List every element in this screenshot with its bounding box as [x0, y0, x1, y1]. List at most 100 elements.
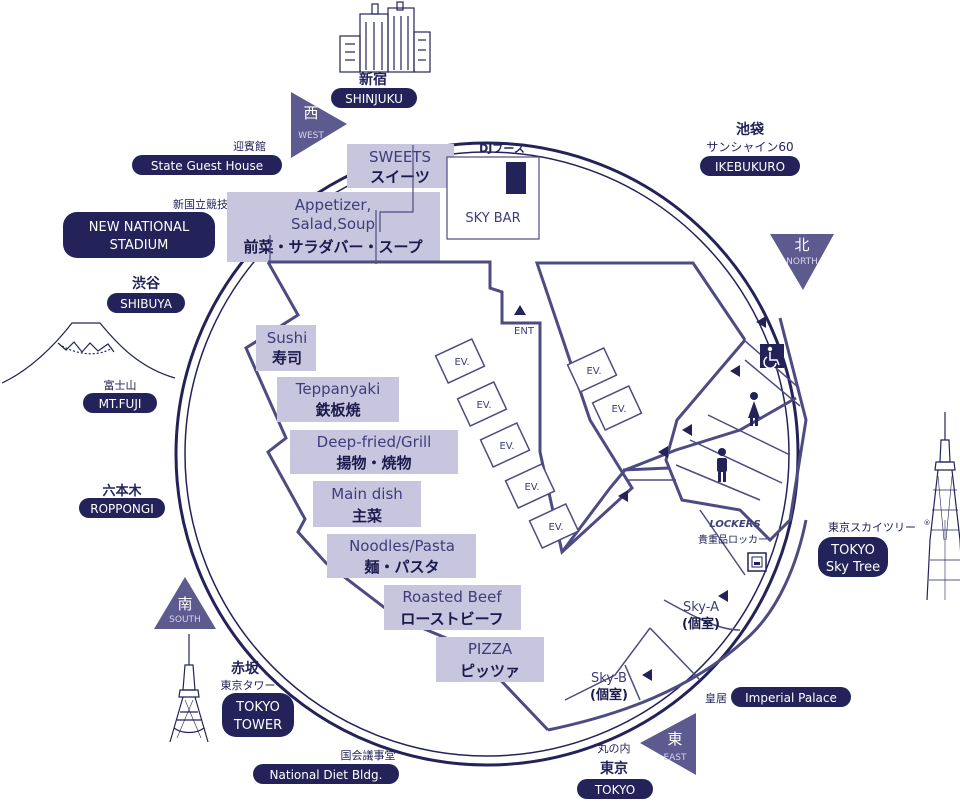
svg-text:EAST: EAST [663, 753, 687, 763]
skytree-label-2: Sky Tree [826, 560, 880, 575]
shibuya-label: SHIBUYA [120, 297, 173, 311]
shinjuku-building-icon [339, 1, 431, 73]
roppongi-jp: 六本木 [102, 483, 142, 499]
state-guest-jp: 迎賓館 [233, 139, 266, 153]
tokyo-tower-icon [169, 634, 209, 743]
fuji-jp: 富士山 [104, 378, 137, 392]
shinjuku-label: SHINJUKU [345, 92, 403, 106]
ikebukuro-label: IKEBUKURO [715, 160, 785, 174]
skytree-jp: 東京スカイツリー [828, 520, 916, 534]
diet-jp: 国会議事堂 [341, 748, 396, 762]
svg-text:ローストビーフ: ローストビーフ [400, 610, 503, 628]
lockers-en: LOCKERS [709, 519, 760, 530]
svg-text:Roasted Beef: Roasted Beef [402, 588, 502, 606]
sky-b-jp: (個室) [590, 687, 628, 703]
sky-a-jp: (個室) [682, 616, 720, 632]
mt-fuji-icon [1, 322, 176, 384]
svg-text:揚物・焼物: 揚物・焼物 [336, 454, 411, 472]
svg-text:WEST: WEST [298, 131, 324, 141]
appetizer-jp: 前菜・サラダバー・スープ [243, 238, 423, 256]
svg-text:NORTH: NORTH [786, 257, 818, 267]
marunouchi-jp: 丸の内 [598, 741, 631, 755]
svg-text:PIZZA: PIZZA [468, 640, 513, 658]
sweets-area [347, 144, 454, 188]
svg-text:Noodles/Pasta: Noodles/Pasta [349, 537, 455, 555]
dj-booth-label: DJブース [479, 141, 525, 155]
svg-text:寿司: 寿司 [272, 349, 302, 367]
womens-restroom-icon [748, 392, 760, 426]
door-arrows [618, 316, 766, 681]
tokyo-tower-jp: 東京タワー [221, 678, 276, 692]
compass-west: 西 WEST [291, 92, 347, 158]
sweets-en: SWEETS [369, 148, 431, 166]
svg-text:北: 北 [794, 236, 809, 254]
sky-bar-label: SKY BAR [465, 211, 520, 226]
svg-text:Teppanyaki: Teppanyaki [295, 380, 381, 398]
sky-a-en: Sky-A [683, 600, 719, 615]
sunshine-jp: サンシャイン60 [706, 140, 793, 154]
svg-text:主菜: 主菜 [352, 507, 382, 525]
sky-b-en: Sky-B [591, 671, 627, 686]
svg-text:SOUTH: SOUTH [169, 615, 201, 625]
svg-text:南: 南 [177, 595, 192, 613]
imperial-jp: 皇居 [705, 691, 727, 705]
svg-text:Deep-fried/Grill: Deep-fried/Grill [317, 433, 432, 451]
tokyo-label: TOKYO [594, 783, 635, 797]
appetizer-area [227, 192, 440, 262]
wheelchair-icon [760, 344, 784, 368]
elevator-7: EV. [611, 404, 626, 415]
appetizer-en-2: Salad,Soup [291, 215, 375, 233]
akasaka-jp: 赤坂 [231, 660, 260, 677]
elevator-5: EV. [548, 522, 563, 533]
entrance-label: ENT [514, 326, 535, 337]
maindish-area: Main dish 主菜 [313, 481, 421, 527]
sky-tree-icon [926, 412, 960, 601]
svg-text:鉄板焼: 鉄板焼 [315, 401, 360, 419]
sushi-area: Sushi 寿司 [256, 325, 316, 371]
tokyo-jp: 東京 [600, 760, 628, 777]
roastbeef-area: Roasted Beef ローストビーフ [384, 585, 521, 630]
noodles-area: Noodles/Pasta 麺・パスタ [327, 534, 476, 578]
svg-text:東: 東 [667, 730, 682, 748]
elevator-4: EV. [524, 482, 539, 493]
fuji-label: MT.FUJI [99, 397, 142, 411]
shinjuku-jp: 新宿 [359, 71, 387, 88]
elevator-6: EV. [586, 366, 601, 377]
national-stadium-label-1: NEW NATIONAL [89, 220, 190, 235]
state-guest-label: State Guest House [151, 159, 263, 173]
sweets-jp: スイーツ [370, 168, 430, 186]
lockers-jp: 貴重品ロッカー [698, 533, 768, 546]
tokyo-tower-label-2: TOWER [233, 718, 282, 733]
elevator-1: EV. [454, 357, 469, 368]
compass-north: 北 NORTH [770, 234, 834, 290]
elevator-2: EV. [476, 400, 491, 411]
dj-booth [506, 162, 526, 194]
svg-text:ピッツァ: ピッツァ [460, 662, 520, 680]
entrance-arrow-icon [514, 305, 526, 315]
deepfried-area: Deep-fried/Grill 揚物・焼物 [290, 430, 458, 474]
svg-text:麺・パスタ: 麺・パスタ [363, 558, 439, 576]
svg-text:西: 西 [303, 104, 318, 122]
compass-east: 東 EAST [640, 713, 696, 775]
national-stadium-jp: 新国立競技場 [173, 197, 239, 211]
pizza-area: PIZZA ピッツァ [436, 637, 544, 682]
ikebukuro-jp: 池袋 [736, 121, 765, 138]
appetizer-en-1: Appetizer, [295, 196, 372, 214]
tokyo-tower-label-1: TOKYO [235, 700, 280, 715]
shibuya-jp: 渋谷 [132, 275, 161, 292]
mens-restroom-icon [717, 448, 727, 482]
outer-circle [174, 141, 800, 767]
roppongi-label: ROPPONGI [90, 502, 154, 516]
locker-icon [747, 552, 767, 572]
compass-south: 南 SOUTH [154, 577, 216, 629]
svg-text:Sushi: Sushi [267, 329, 308, 347]
svg-text:Main dish: Main dish [331, 485, 403, 503]
skytree-registered: ® [924, 519, 931, 527]
national-stadium-label-2: STADIUM [110, 238, 169, 253]
skytree-label-1: TOKYO [830, 543, 875, 558]
elevator-3: EV. [499, 441, 514, 452]
diet-label: National Diet Bldg. [270, 768, 383, 782]
imperial-label: Imperial Palace [745, 691, 837, 705]
teppanyaki-area: Teppanyaki 鉄板焼 [277, 377, 399, 422]
